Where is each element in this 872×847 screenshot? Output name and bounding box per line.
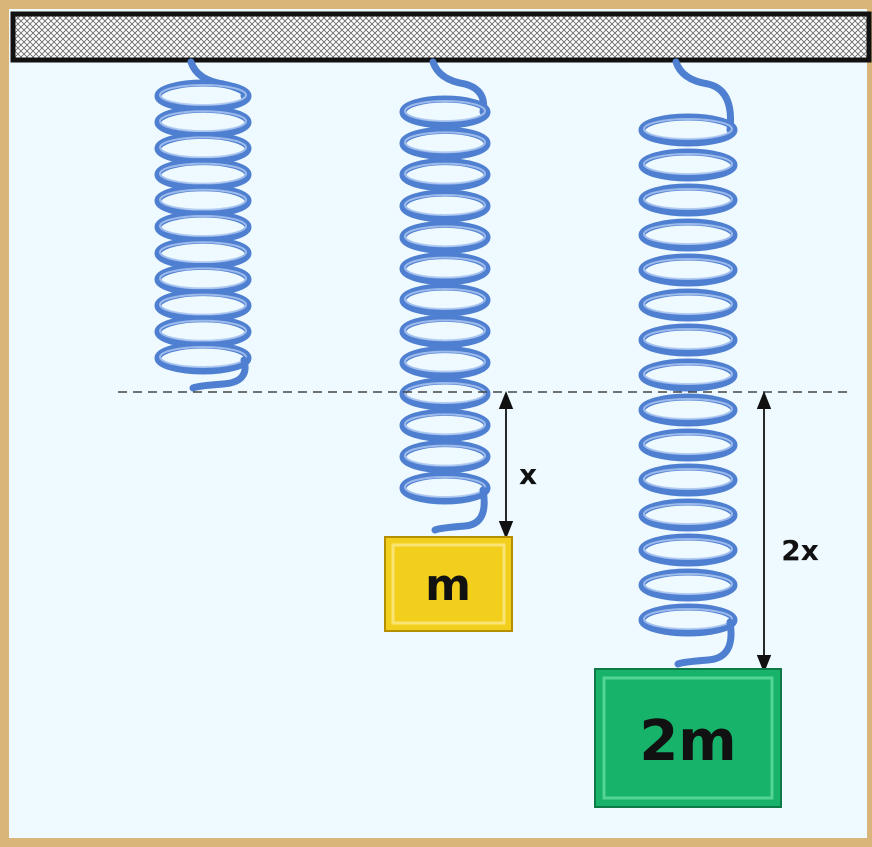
spring-with-m-coil xyxy=(399,158,491,192)
spring-with-2m-coil xyxy=(638,113,738,147)
spring-with-m xyxy=(399,58,491,534)
spring-with-2m-coil xyxy=(638,533,738,567)
spring-with-2m-coil xyxy=(638,358,738,392)
spring-with-2m-bottom-hook xyxy=(674,618,735,668)
spring-with-m-coil-highlight xyxy=(404,194,486,216)
spring-with-m-coil xyxy=(399,189,491,223)
spring-with-m-coil-highlight xyxy=(404,350,486,373)
ceiling-support xyxy=(10,11,872,63)
spring-with-2m-coil xyxy=(638,288,738,322)
extension-label-x: x xyxy=(519,458,537,491)
unloaded-spring-coil-highlight xyxy=(159,215,247,237)
spring-with-m-coil-highlight xyxy=(404,444,486,467)
spring-with-2m-coil-highlight xyxy=(643,468,733,490)
spring-with-2m-coil-highlight xyxy=(643,223,733,245)
spring-with-2m-coil-highlight xyxy=(643,258,733,280)
spring-with-2m-coil xyxy=(638,218,738,252)
spring-with-m-coil xyxy=(399,252,491,286)
spring-with-2m-coil xyxy=(638,393,738,427)
spring-with-m-coil-highlight xyxy=(404,476,486,498)
spring-with-m-coil-highlight xyxy=(404,131,486,154)
spring-with-2m-coil-highlight xyxy=(643,118,733,140)
spring-with-m-coil xyxy=(399,346,491,380)
spring-with-2m-coil-highlight xyxy=(643,503,733,525)
spring-with-2m-coil xyxy=(638,463,738,497)
unloaded-spring-bottom-hook xyxy=(189,356,249,392)
spring-with-2m-top-hook xyxy=(672,58,735,134)
spring-with-2m-coil-highlight xyxy=(643,293,733,315)
unloaded-spring-coil-highlight xyxy=(159,319,247,342)
block-m-label: m xyxy=(425,560,471,611)
spring-with-2m-coil xyxy=(638,603,738,637)
spring-with-2m-coil xyxy=(638,428,738,462)
spring-with-2m-coil-highlight xyxy=(643,538,733,560)
spring-with-2m-coil-highlight xyxy=(643,328,733,350)
spring-with-2m-coil xyxy=(638,568,738,602)
spring-with-m-coil-highlight xyxy=(404,413,486,436)
spring-with-m-bottom-hook xyxy=(431,486,488,534)
spring-with-m-coil xyxy=(399,126,491,160)
spring-with-m-coil-highlight xyxy=(404,256,486,279)
spring-with-m-coil-highlight xyxy=(404,382,486,404)
spring-with-m-coil xyxy=(399,440,491,474)
unloaded-spring-coil-highlight xyxy=(159,346,247,368)
unloaded-spring-coil-highlight xyxy=(159,84,247,106)
spring-with-2m-coil xyxy=(638,323,738,357)
unloaded-spring-coil-highlight xyxy=(159,162,247,185)
unloaded-spring-coil-highlight xyxy=(159,267,247,290)
spring-with-m-coil xyxy=(399,408,491,442)
spring-with-m-coil xyxy=(399,314,491,348)
spring-with-2m-coil xyxy=(638,498,738,532)
spring-with-2m-coil-highlight xyxy=(643,433,733,455)
spring-with-2m-coil-highlight xyxy=(643,398,733,420)
spring-with-m-coil-highlight xyxy=(404,319,486,342)
spring-with-m-coil-highlight xyxy=(404,225,486,248)
spring-with-m-coil-highlight xyxy=(404,100,486,122)
spring-with-m-coil xyxy=(399,377,491,411)
spring-with-2m-coil-highlight xyxy=(643,608,733,630)
spring-with-2m-coil xyxy=(638,148,738,182)
block-m: m xyxy=(384,536,513,632)
spring-with-m-coil xyxy=(399,220,491,254)
unloaded-spring-coil-highlight xyxy=(159,110,247,133)
spring-with-2m-coil-highlight xyxy=(643,573,733,595)
unloaded-spring-coil-highlight xyxy=(159,188,247,211)
spring-with-m-coil xyxy=(399,95,491,129)
spring-with-m-coil xyxy=(399,471,491,505)
unloaded-spring-coil xyxy=(154,341,252,375)
spring-with-m-coil xyxy=(399,283,491,317)
unloaded-spring-coil-highlight xyxy=(159,241,247,264)
block-2m-label: 2m xyxy=(639,709,736,774)
unloaded-spring-coil-highlight xyxy=(159,136,247,159)
spring-with-2m-coil-highlight xyxy=(643,188,733,210)
spring-with-2m-coil-highlight xyxy=(643,363,733,385)
unloaded-spring-coil-highlight xyxy=(159,293,247,316)
extension-label-2x: 2x xyxy=(781,534,819,567)
spring-with-2m-coil xyxy=(638,183,738,217)
spring-with-m-coil-highlight xyxy=(404,162,486,185)
spring-with-m-coil-highlight xyxy=(404,288,486,310)
unloaded-spring xyxy=(154,58,252,392)
spring-with-m-top-hook xyxy=(429,58,488,116)
spring-with-2m-coil xyxy=(638,253,738,287)
spring-with-2m-coil-highlight xyxy=(643,153,733,175)
springs-group xyxy=(154,58,738,668)
spring-with-2m xyxy=(638,58,738,668)
block-2m: 2m xyxy=(594,668,782,808)
